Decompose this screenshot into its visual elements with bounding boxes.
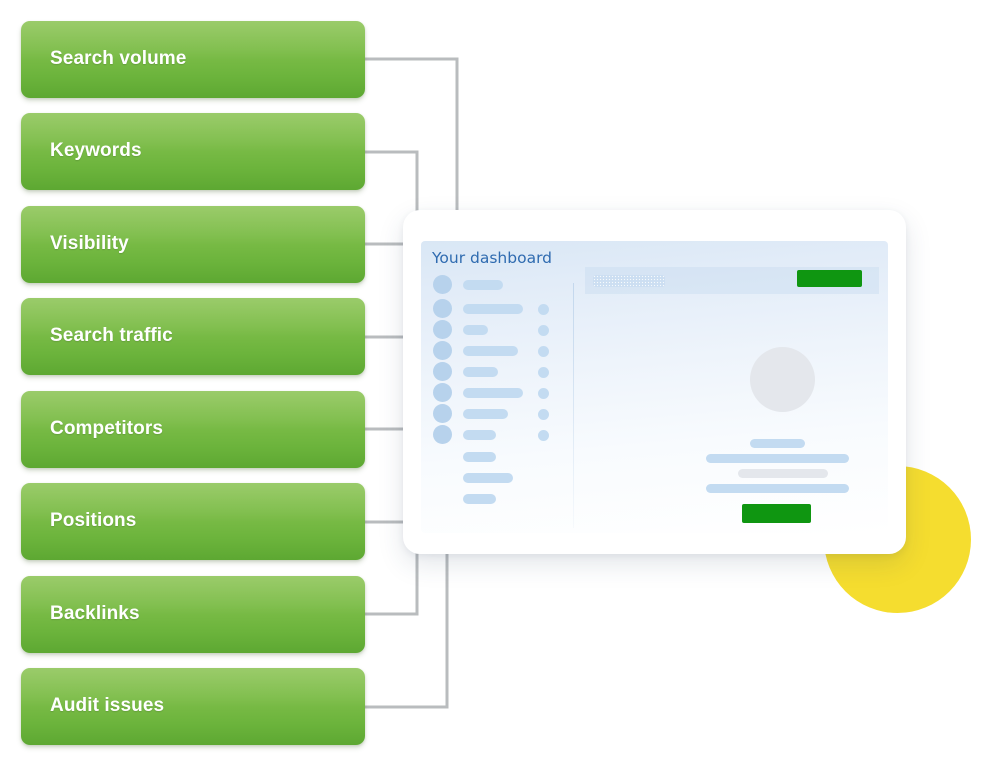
- mock-avatar-dot: [433, 341, 452, 360]
- search-input[interactable]: [593, 275, 665, 287]
- mock-main-content: [573, 241, 888, 533]
- mock-text-line: [706, 454, 849, 463]
- mock-badge-chip: [538, 346, 549, 357]
- mock-label-bar: [463, 452, 496, 462]
- mock-avatar-dot: [433, 425, 452, 444]
- pill-label: Visibility: [50, 233, 129, 254]
- mock-text-line: [706, 484, 849, 493]
- mock-text-line: [738, 469, 828, 478]
- mock-label-bar: [463, 304, 523, 314]
- mock-badge-chip: [538, 388, 549, 399]
- dashboard-title: Your dashboard: [432, 249, 553, 267]
- dashboard-panel: Your dashboard: [421, 241, 888, 533]
- mock-label-bar: [463, 325, 488, 335]
- mock-badge-chip: [538, 430, 549, 441]
- primary-action-button-bottom[interactable]: [742, 504, 811, 523]
- mock-text-line: [750, 439, 805, 448]
- mock-avatar-dot: [433, 299, 452, 318]
- pill-label: Search traffic: [50, 325, 173, 346]
- pill-label: Audit issues: [50, 695, 165, 716]
- mock-avatar-dot: [433, 383, 452, 402]
- mock-badge-chip: [538, 325, 549, 336]
- pill-label: Backlinks: [50, 603, 140, 624]
- pill-visibility[interactable]: Visibility: [21, 206, 365, 283]
- pill-label: Competitors: [50, 418, 163, 439]
- pill-label: Search volume: [50, 48, 187, 69]
- mock-label-bar: [463, 280, 503, 290]
- mock-avatar-dot: [433, 362, 452, 381]
- mock-badge-chip: [538, 304, 549, 315]
- mock-badge-chip: [538, 367, 549, 378]
- pill-label: Keywords: [50, 140, 142, 161]
- pill-competitors[interactable]: Competitors: [21, 391, 365, 468]
- pill-label: Positions: [50, 510, 137, 531]
- mock-sidebar: [421, 275, 565, 533]
- sidebar-divider: [573, 283, 574, 528]
- mock-label-bar: [463, 409, 508, 419]
- dashboard-card[interactable]: Your dashboard: [403, 210, 906, 554]
- mock-badge-chip: [538, 409, 549, 420]
- pill-audit-issues[interactable]: Audit issues: [21, 668, 365, 745]
- avatar: [750, 347, 815, 412]
- pill-keywords[interactable]: Keywords: [21, 113, 365, 190]
- mock-label-bar: [463, 346, 518, 356]
- mock-label-bar: [463, 430, 496, 440]
- mock-avatar-dot: [433, 320, 452, 339]
- mock-label-bar: [463, 388, 523, 398]
- pill-positions[interactable]: Positions: [21, 483, 365, 560]
- pill-backlinks[interactable]: Backlinks: [21, 576, 365, 653]
- mock-label-bar: [463, 473, 513, 483]
- mock-avatar-dot: [433, 404, 452, 423]
- mock-avatar-dot: [433, 275, 452, 294]
- pill-search-traffic[interactable]: Search traffic: [21, 298, 365, 375]
- pill-search-volume[interactable]: Search volume: [21, 21, 365, 98]
- mock-label-bar: [463, 367, 498, 377]
- mock-label-bar: [463, 494, 496, 504]
- primary-action-button-top[interactable]: [797, 270, 862, 287]
